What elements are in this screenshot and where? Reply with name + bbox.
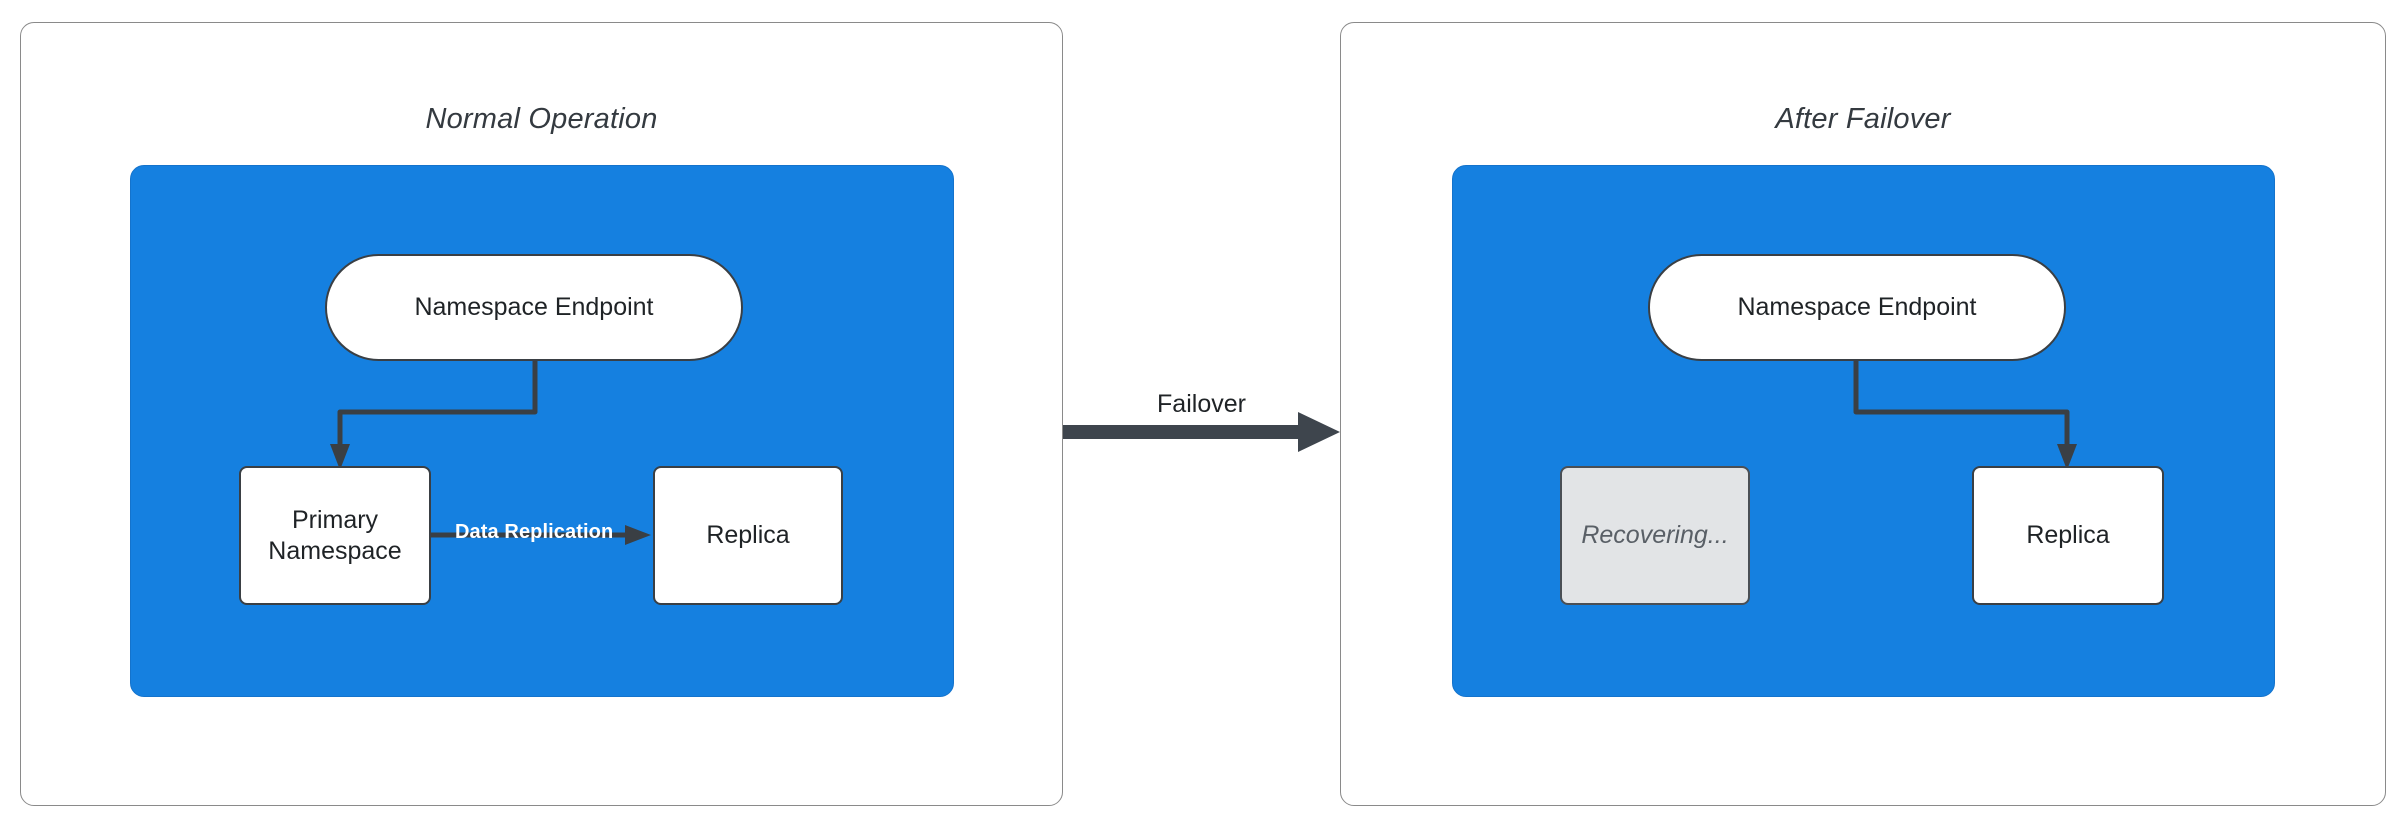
cluster-after-failover [1452,165,2275,697]
node-primary-namespace-text: Primary Namespace [268,505,401,566]
panel-title-after-failover: After Failover [1775,103,1951,135]
node-replica-failover[interactable]: Replica [1972,466,2164,605]
node-namespace-endpoint-failover[interactable]: Namespace Endpoint [1648,254,2066,361]
node-namespace-endpoint-normal[interactable]: Namespace Endpoint [325,254,743,361]
node-replica-normal[interactable]: Replica [653,466,843,605]
node-primary-namespace-line1: Primary [291,506,379,534]
transition-label-failover: Failover [1157,390,1246,418]
panel-title-normal-operation: Normal Operation [425,103,658,135]
node-primary-namespace[interactable]: Primary Namespace [239,466,431,605]
node-primary-namespace-line2: Namespace [268,536,402,565]
cluster-normal-operation [130,165,954,697]
node-recovering[interactable]: Recovering... [1560,466,1750,605]
edge-label-data-replication: Data Replication [455,521,614,543]
